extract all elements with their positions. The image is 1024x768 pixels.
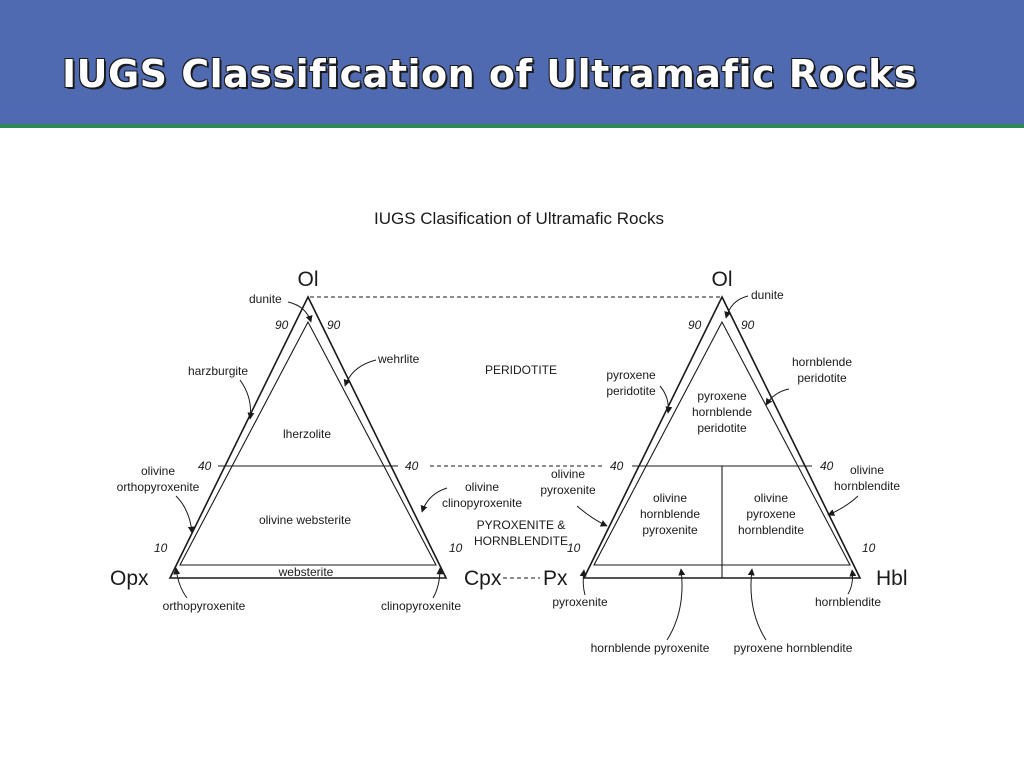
- left-tick-90-right: 90: [327, 318, 341, 332]
- ol-pyroxenite-arrow: [576, 505, 608, 527]
- field-pyx-hbl-peridotite-line3: peridotite: [697, 421, 747, 435]
- field-ol-pyx-hornblendite-line1: olivine: [754, 491, 788, 505]
- field-pyx-hbl-peridotite-line1: pyroxene: [697, 389, 747, 403]
- field-ol-hbl-pyroxenite-line1: olivine: [653, 491, 687, 505]
- field-ol-pyx-hornblendite-line3: hornblendite: [738, 523, 804, 537]
- left-vertex-opx: Opx: [110, 567, 149, 590]
- callout-orthopyroxenite: orthopyroxenite: [163, 599, 246, 613]
- field-ol-hbl-pyroxenite-line2: hornblende: [640, 507, 700, 521]
- wehrlite-arrow: [343, 359, 377, 387]
- left-tick-10-right: 10: [449, 541, 463, 555]
- field-ol-hbl-pyroxenite-line3: pyroxenite: [642, 523, 698, 537]
- olivine-cpx-arrow: [420, 487, 448, 513]
- callout-ol-pyroxenite-line1: olivine: [551, 467, 585, 481]
- callout-olivine-opx-line2: orthopyroxenite: [117, 480, 200, 494]
- pyroxenite-arrow: [579, 569, 587, 596]
- callout-hbl-peridotite-line1: hornblende: [792, 355, 852, 369]
- orthopyroxenite-arrow: [173, 567, 188, 599]
- field-lherzolite: lherzolite: [283, 427, 331, 441]
- hornblendite-arrow: [847, 569, 857, 595]
- field-pyx-hbl-peridotite-line2: hornblende: [692, 405, 752, 419]
- callout-olivine-cpx-line1: olivine: [465, 480, 499, 494]
- right-tick-40-right: 40: [820, 459, 834, 473]
- right-vertex-hbl: Hbl: [876, 567, 908, 590]
- pyx-peridotite-arrow: [659, 385, 673, 414]
- right-vertex-ol: Ol: [712, 268, 733, 291]
- left-inner-triangle: [179, 320, 437, 566]
- figure-title: IUGS Clasification of Ultramafic Rocks: [374, 209, 664, 228]
- left-tick-10-left: 10: [154, 541, 168, 555]
- right-tick-10-right: 10: [862, 541, 876, 555]
- dunite-right-arrow: [724, 295, 749, 319]
- label-peridotite: PERIDOTITE: [485, 363, 557, 377]
- callout-clinopyroxenite: clinopyroxenite: [381, 599, 461, 613]
- callout-olivine-cpx-line2: clinopyroxenite: [442, 496, 522, 510]
- left-ternary-diagram: Ol Opx Cpx 90 90 40 40 10 10 lherzolite …: [110, 268, 522, 613]
- olivine-opx-arrow: [175, 495, 195, 534]
- left-tick-90-left: 90: [275, 318, 289, 332]
- right-tick-90-right: 90: [741, 318, 755, 332]
- left-vertex-cpx: Cpx: [464, 567, 502, 590]
- callout-harzburgite: harzburgite: [188, 364, 248, 378]
- callout-pyx-peridotite-line2: peridotite: [606, 384, 656, 398]
- dunite-left-arrow: [287, 301, 313, 323]
- label-pyroxenite-hornblendite-line2: HORNBLENDITE: [474, 534, 568, 548]
- slide-header: IUGS Classification of Ultramafic Rocks: [0, 0, 1024, 128]
- right-tick-10-left: 10: [567, 541, 581, 555]
- left-vertex-ol: Ol: [298, 268, 319, 291]
- classification-figure: IUGS Clasification of Ultramafic Rocks O…: [0, 130, 1024, 690]
- hbl-pyroxenite-arrow: [666, 568, 686, 641]
- pyx-hornblendite-arrow: [747, 568, 767, 641]
- right-tick-90-left: 90: [688, 318, 702, 332]
- clinopyroxenite-arrow: [432, 567, 444, 599]
- callout-ol-hornblendite-line2: hornblendite: [834, 479, 900, 493]
- field-websterite: websterite: [278, 565, 334, 579]
- label-pyroxenite-hornblendite-line1: PYROXENITE &: [477, 518, 566, 532]
- callout-ol-pyroxenite-line2: pyroxenite: [540, 483, 596, 497]
- field-olivine-websterite: olivine websterite: [259, 513, 351, 527]
- callout-olivine-opx-line1: olivine: [141, 464, 175, 478]
- callout-hbl-pyroxenite: hornblende pyroxenite: [591, 641, 710, 655]
- callout-pyx-peridotite-line1: pyroxene: [606, 368, 656, 382]
- callout-hornblendite: hornblendite: [815, 595, 881, 609]
- callout-hbl-peridotite-line2: peridotite: [797, 371, 847, 385]
- harzburgite-arrow: [239, 379, 255, 420]
- right-vertex-px: Px: [543, 567, 568, 590]
- callout-pyx-hornblendite: pyroxene hornblendite: [734, 641, 853, 655]
- ol-hornblendite-arrow: [827, 495, 859, 516]
- right-tick-40-left: 40: [610, 459, 624, 473]
- field-ol-pyx-hornblendite-line2: pyroxene: [746, 507, 796, 521]
- callout-dunite-left: dunite: [249, 292, 282, 306]
- left-tick-40-left: 40: [198, 459, 212, 473]
- callout-ol-hornblendite-line1: olivine: [850, 463, 884, 477]
- left-tick-40-right: 40: [405, 459, 419, 473]
- left-outer-triangle: [168, 295, 448, 579]
- hbl-peridotite-arrow: [765, 388, 790, 406]
- classification-diagram-svg: IUGS Clasification of Ultramafic Rocks O…: [110, 209, 908, 655]
- diagram-connectors: PERIDOTITE PYROXENITE & HORNBLENDITE: [310, 296, 720, 579]
- slide-title: IUGS Classification of Ultramafic Rocks: [62, 52, 918, 96]
- callout-dunite-right: dunite: [751, 288, 784, 302]
- right-ternary-diagram: Ol Px Hbl 90 90 40 40 10 10 pyroxene hor…: [540, 268, 907, 655]
- callout-pyroxenite: pyroxenite: [552, 595, 608, 609]
- callout-wehrlite: wehrlite: [377, 352, 420, 366]
